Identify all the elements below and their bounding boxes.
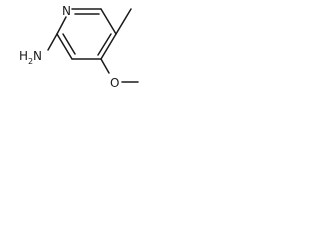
atom-labels: N O H 2 N: [19, 4, 119, 90]
bond-c3-c2-double: [62, 33, 76, 55]
bond-c3-c2: [56, 33, 73, 60]
bond-methyl: [115, 8, 132, 35]
amine-nitrogen-label: N: [33, 49, 42, 63]
bond-amine: [47, 33, 58, 51]
bond-c5-c4: [100, 33, 117, 60]
amine-h-count: 2: [28, 57, 33, 66]
amine-h-label: H: [19, 49, 28, 63]
ring-nitrogen-label: N: [62, 4, 71, 18]
bond-c5-c4-double: [97, 33, 112, 56]
substituent-bonds: [47, 8, 139, 83]
bond-c2-n1: [56, 16, 67, 35]
ether-oxygen-label: O: [110, 76, 119, 90]
bond-c6-c5: [100, 8, 117, 35]
ring-bonds: [56, 8, 117, 60]
structure-drawing: N O H 2 N: [0, 0, 200, 96]
bond-c4-o: [100, 58, 110, 74]
